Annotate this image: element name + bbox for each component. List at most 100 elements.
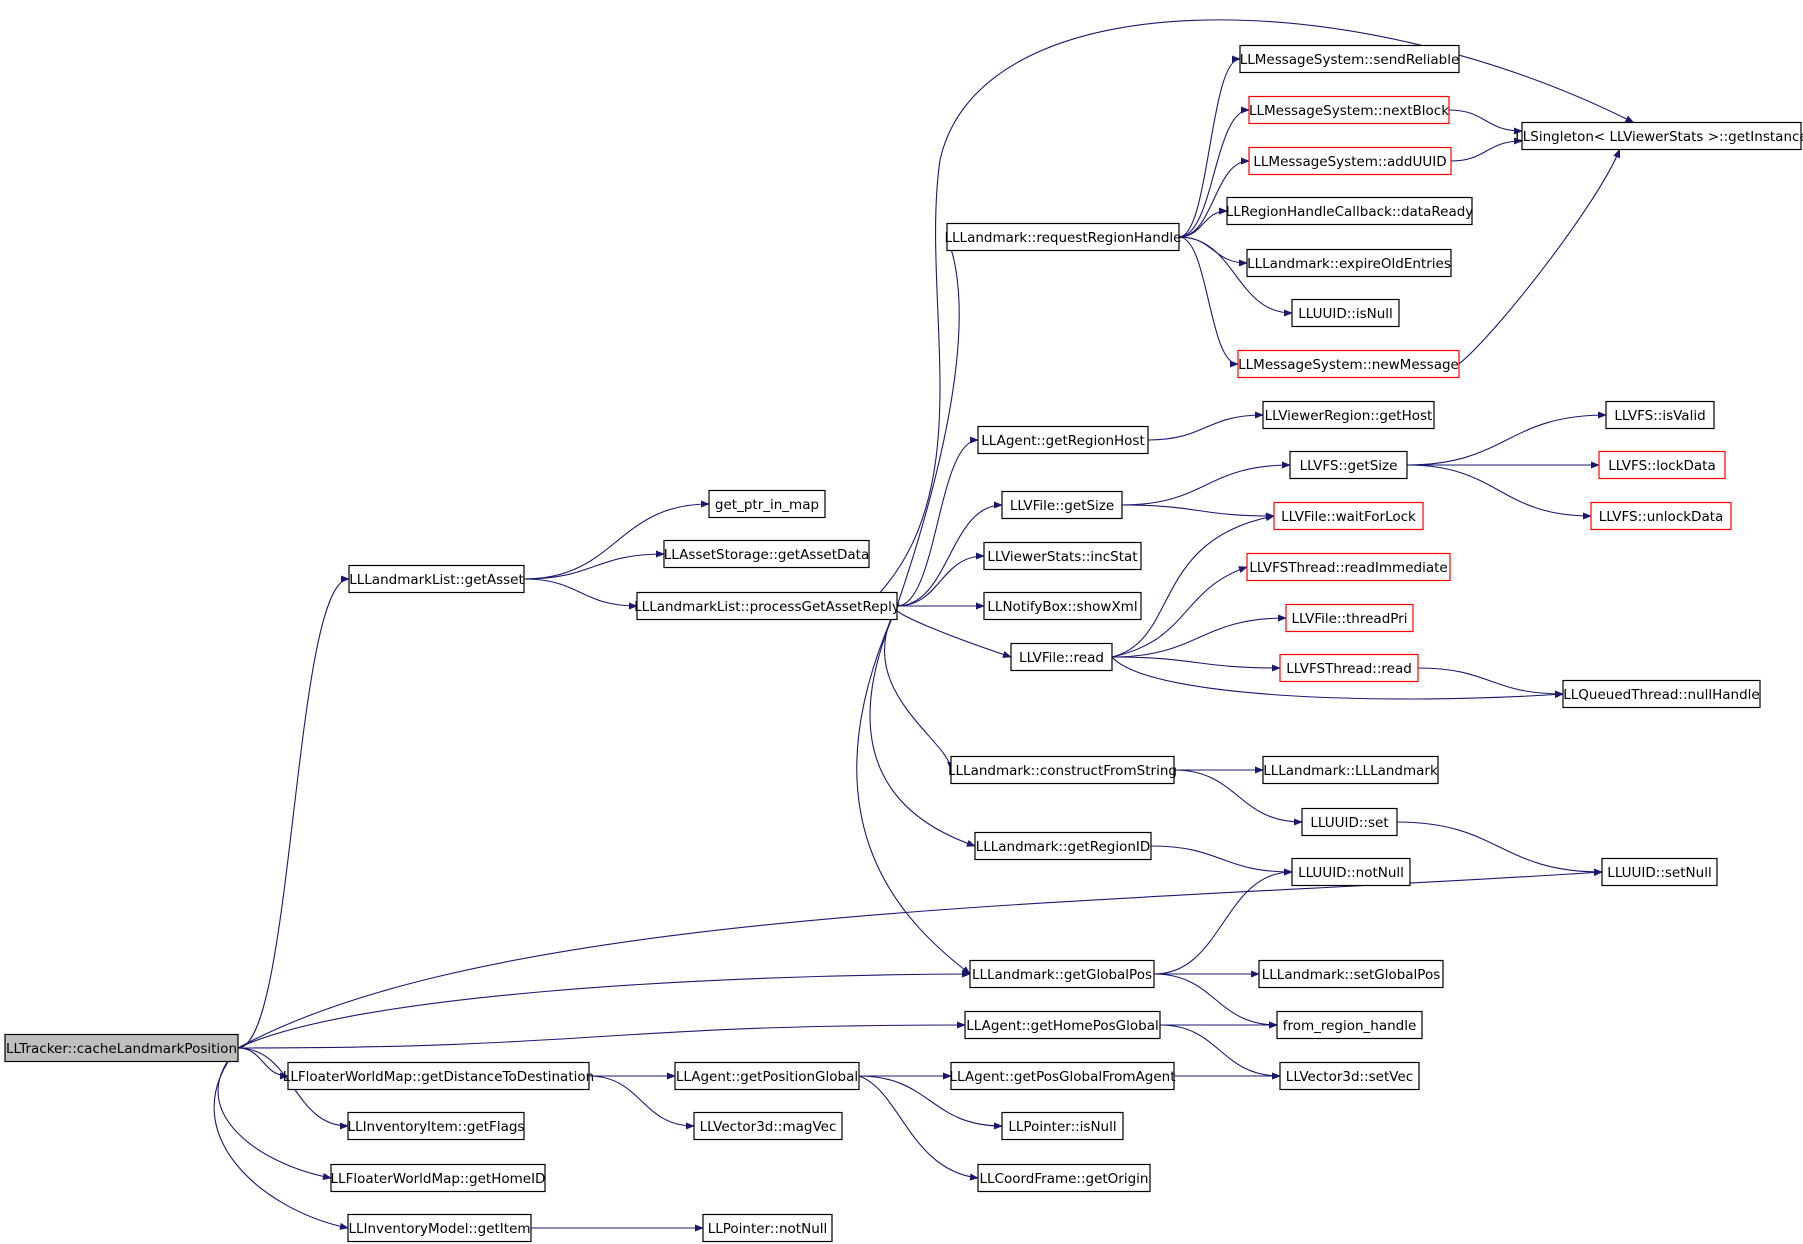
node-box: [1248, 95, 1450, 125]
node-get-flags[interactable]: LLInventoryItem::getFlags: [347, 1111, 525, 1141]
node-label: LLViewerRegion::getHost: [1265, 408, 1433, 424]
node-next-block[interactable]: LLMessageSystem::nextBlock: [1248, 95, 1450, 125]
node-singleton[interactable]: LLSingleton< LLViewerStats >::getInstanc…: [1515, 121, 1803, 151]
node-get-origin[interactable]: LLCoordFrame::getOrigin: [977, 1163, 1151, 1193]
node-vfile-read[interactable]: LLVFile::read: [1010, 642, 1113, 672]
node-box: [950, 1061, 1175, 1091]
edge-vfile-read-to-null-handle: [1111, 656, 1564, 700]
node-box: [1262, 755, 1439, 785]
edge-uuid-set-to-uuid-set-null: [1396, 821, 1603, 876]
edge-vfile-get-size-to-wait-for-lock: [1121, 504, 1275, 520]
node-vfs-is-valid[interactable]: LLVFS::isValid: [1605, 400, 1715, 430]
edge-add-uuid-to-singleton: [1450, 137, 1523, 162]
node-label: LLFloaterWorldMap::getHomeID: [331, 1171, 546, 1187]
node-vfile-get-size[interactable]: LLVFile::getSize: [1001, 490, 1123, 520]
node-uuid-set-null[interactable]: LLUUID::setNull: [1601, 857, 1718, 887]
node-set-global-pos[interactable]: LLLandmark::setGlobalPos: [1258, 959, 1444, 989]
node-pointer-not-null[interactable]: LLPointer::notNull: [702, 1213, 833, 1243]
node-get-position-global[interactable]: LLAgent::getPositionGlobal: [674, 1061, 860, 1091]
node-vfs-lock-data[interactable]: LLVFS::lockData: [1598, 450, 1726, 480]
edge-get-global-pos-to-from-region-handle: [1153, 973, 1278, 1029]
node-label: from_region_handle: [1283, 1018, 1417, 1034]
node-set-vec[interactable]: LLVector3d::setVec: [1279, 1061, 1420, 1091]
node-get-global-pos[interactable]: LLLandmark::getGlobalPos: [969, 959, 1155, 989]
node-label: LLSingleton< LLViewerStats >::getInstanc…: [1515, 129, 1803, 145]
node-add-uuid[interactable]: LLMessageSystem::addUUID: [1248, 146, 1452, 176]
node-uuid-is-null[interactable]: LLUUID::isNull: [1291, 298, 1400, 328]
node-box: [1279, 1061, 1420, 1091]
edge-layer: [213, 19, 1635, 1232]
edge-get-asset-to-get-asset-data: [523, 550, 665, 580]
node-box: [1226, 196, 1473, 226]
node-from-region-handle[interactable]: from_region_handle: [1276, 1010, 1423, 1040]
node-label: LLMessageSystem::nextBlock: [1249, 103, 1449, 119]
node-new-message[interactable]: LLMessageSystem::newMessage: [1237, 349, 1460, 379]
node-label: LLPointer::notNull: [708, 1221, 828, 1237]
node-vfs-get-size[interactable]: LLVFS::getSize: [1289, 450, 1408, 480]
node-get-region-id[interactable]: LLLandmark::getRegionID: [974, 831, 1152, 861]
node-box: [674, 1061, 860, 1091]
node-construct-from-string[interactable]: LLLandmark::constructFromString: [948, 755, 1177, 785]
node-box: [1521, 121, 1802, 151]
node-ll-landmark-ctor[interactable]: LLLandmark::LLLandmark: [1262, 755, 1439, 785]
node-vfs-unlock-data[interactable]: LLVFS::unlockData: [1590, 501, 1732, 531]
node-label: LLQueuedThread::nullHandle: [1563, 687, 1759, 703]
edge-get-global-pos-to-uuid-not-null: [1153, 868, 1293, 975]
edge-get-asset-to-get-ptr-in-map: [523, 500, 710, 580]
node-box: [1239, 44, 1460, 74]
node-box: [1605, 400, 1715, 430]
node-thread-pri[interactable]: LLVFile::threadPri: [1285, 603, 1414, 633]
node-show-xml[interactable]: LLNotifyBox::showXml: [983, 591, 1142, 621]
node-box: [964, 1010, 1161, 1040]
node-label: LLVector3d::setVec: [1286, 1069, 1413, 1085]
node-data-ready[interactable]: LLRegionHandleCallback::dataReady: [1226, 196, 1474, 226]
node-wait-for-lock[interactable]: LLVFile::waitForLock: [1273, 501, 1424, 531]
node-box: [1001, 1111, 1124, 1141]
node-box: [1262, 400, 1435, 430]
node-label: LLCoordFrame::getOrigin: [979, 1171, 1148, 1187]
node-get-distance-to-dest[interactable]: LLFloaterWorldMap::getDistanceToDestinat…: [283, 1061, 594, 1091]
node-get-pos-global-from-agent[interactable]: LLAgent::getPosGlobalFromAgent: [950, 1061, 1176, 1091]
node-uuid-not-null[interactable]: LLUUID::notNull: [1291, 857, 1411, 887]
node-box: [1001, 490, 1123, 520]
node-label: LLTracker::cacheLandmarkPosition: [6, 1041, 237, 1057]
node-box: [1246, 552, 1451, 582]
node-get-ptr-in-map[interactable]: get_ptr_in_map: [708, 489, 826, 519]
node-get-asset[interactable]: LLLandmarkList::getAsset: [348, 564, 525, 594]
node-get-region-host[interactable]: LLAgent::getRegionHost: [977, 425, 1149, 455]
node-send-reliable[interactable]: LLMessageSystem::sendReliable: [1239, 44, 1460, 74]
node-null-handle[interactable]: LLQueuedThread::nullHandle: [1562, 679, 1761, 709]
node-mag-vec[interactable]: LLVector3d::magVec: [693, 1111, 843, 1141]
edge-root-to-get-home-pos-global: [237, 1021, 966, 1049]
node-label: LLAssetStorage::getAssetData: [664, 547, 869, 563]
node-expire-old[interactable]: LLLandmark::expireOldEntries: [1246, 248, 1452, 278]
node-label: LLVFS::unlockData: [1599, 509, 1724, 525]
node-root[interactable]: LLTracker::cacheLandmarkPosition: [4, 1033, 239, 1063]
node-vfsthread-read[interactable]: LLVFSThread::read: [1279, 653, 1419, 683]
edge-get-position-global-to-get-origin: [858, 1075, 979, 1181]
edge-vfile-read-to-wait-for-lock: [1111, 514, 1275, 658]
node-label: LLAgent::getHomePosGlobal: [966, 1018, 1158, 1034]
node-read-immediate[interactable]: LLVFSThread::readImmediate: [1246, 552, 1451, 582]
edge-vfsthread-read-to-null-handle: [1417, 667, 1564, 698]
node-label: LLLandmark::setGlobalPos: [1262, 967, 1441, 983]
node-request-region-handle[interactable]: LLLandmark::requestRegionHandle: [945, 222, 1182, 252]
node-get-host[interactable]: LLViewerRegion::getHost: [1262, 400, 1435, 430]
node-box: [330, 1163, 546, 1193]
edge-root-to-get-global-pos: [237, 970, 971, 1049]
edge-request-region-handle-to-add-uuid: [1178, 157, 1250, 238]
node-uuid-set[interactable]: LLUUID::set: [1301, 807, 1398, 837]
node-label: LLVFSThread::readImmediate: [1249, 560, 1447, 576]
node-get-item[interactable]: LLInventoryModel::getItem: [347, 1213, 532, 1243]
node-get-home-id[interactable]: LLFloaterWorldMap::getHomeID: [330, 1163, 546, 1193]
edge-request-region-handle-to-data-ready: [1178, 207, 1228, 238]
node-inc-stat[interactable]: LLViewerStats::incStat: [983, 541, 1142, 571]
node-get-home-pos-global[interactable]: LLAgent::getHomePosGlobal: [964, 1010, 1161, 1040]
node-get-asset-data[interactable]: LLAssetStorage::getAssetData: [663, 539, 870, 569]
edge-get-region-host-to-get-host: [1147, 411, 1264, 441]
node-process-reply[interactable]: LLLandmarkList::processGetAssetReply: [634, 591, 900, 621]
edge-request-region-handle-to-uuid-is-null: [1178, 236, 1293, 317]
node-box: [1562, 679, 1761, 709]
node-pointer-is-null[interactable]: LLPointer::isNull: [1001, 1111, 1124, 1141]
node-label: LLVFile::waitForLock: [1281, 509, 1416, 525]
